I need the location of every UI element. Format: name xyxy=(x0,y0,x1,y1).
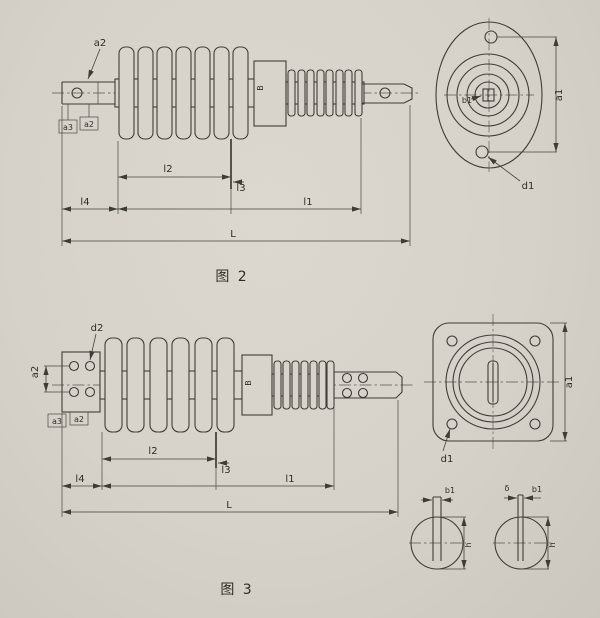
fig2-dim-a2-left: a2 xyxy=(84,120,94,129)
fig3-dimensions: d2 a2 a3 a2 l2 l3 l4 l1 L xyxy=(30,323,399,517)
fig2-right-terminal xyxy=(362,83,413,104)
fig2-right-mounting-hole xyxy=(379,87,391,99)
fig3-dim-a2-left: a2 xyxy=(74,415,84,424)
fig3-center-flange-block: B xyxy=(241,354,273,416)
fig3-dim-det-b1-right: b1 xyxy=(532,485,542,494)
fig2-dim-b1: b1 xyxy=(462,96,472,105)
fig2-dim-l3: l3 xyxy=(236,183,245,194)
fig2-flange-hole-top xyxy=(484,30,498,44)
fig3-dim-l2: l2 xyxy=(148,446,157,457)
figure2-side-view: B a2 a3 xyxy=(52,38,420,246)
fig2-left-mounting-hole xyxy=(71,87,83,99)
fig3-insulator-small-sheds xyxy=(271,360,335,410)
fig2-dim-B: B xyxy=(256,85,265,91)
fig3-detail-right: δ b1 h xyxy=(493,484,557,570)
figure3-caption: 图 3 xyxy=(220,582,253,598)
fig2-dim-l2: l2 xyxy=(163,164,172,175)
fig3-dim-det-delta: δ xyxy=(505,484,510,493)
fig3-dim-L: L xyxy=(226,500,232,511)
figure3-side-view: B d2 xyxy=(30,323,414,517)
fig3-right-terminal xyxy=(334,371,403,399)
fig2-dimensions: a2 a3 a2 l2 l3 l4 l1 L xyxy=(58,38,411,246)
fig3-flange-hole-bottom-left xyxy=(446,418,458,430)
fig2-dim-a1: a1 xyxy=(554,89,565,102)
fig3-dim-a2-vert: a2 xyxy=(30,366,41,379)
fig3-left-flange xyxy=(61,351,101,413)
fig3-dim-det-b1-left: b1 xyxy=(445,486,455,495)
figure3-end-view: a1 d1 xyxy=(424,314,575,465)
fig2-dim-a2-top: a2 xyxy=(94,38,107,49)
fig2-dim-l1: l1 xyxy=(303,197,312,208)
fig2-insulator-small-sheds xyxy=(285,69,365,117)
fig3-dim-d1: d1 xyxy=(441,454,454,465)
figure3-detail-views: b1 h δ b1 h xyxy=(409,484,557,570)
fig3-dim-l1: l1 xyxy=(285,474,294,485)
fig3-dim-d2: d2 xyxy=(91,323,104,334)
fig3-conductor-tab xyxy=(487,360,499,405)
fig2-insulator-large-sheds xyxy=(114,46,259,140)
fig3-dim-l3: l3 xyxy=(221,465,230,476)
figure2-end-view: b1 a1 d1 xyxy=(435,18,565,192)
fig3-dim-det-h-right: h xyxy=(548,542,557,547)
fig2-center-flange-block: B xyxy=(253,60,287,127)
fig2-dim-l4: l4 xyxy=(80,197,89,208)
fig3-dim-B: B xyxy=(244,380,253,386)
fig2-dim-d1: d1 xyxy=(522,181,535,192)
fig2-left-terminal xyxy=(61,81,118,105)
fig3-insulator-large-sheds xyxy=(99,337,243,433)
fig3-dim-det-h-left: h xyxy=(464,542,473,547)
fig3-square-flange xyxy=(432,322,554,442)
fig3-detail-left: b1 h xyxy=(409,486,473,570)
fig2-dim-L: L xyxy=(230,229,236,240)
fig3-dim-a3: a3 xyxy=(52,417,62,426)
fig2-oval-flange xyxy=(435,21,543,169)
fig3-dim-l4: l4 xyxy=(75,474,84,485)
fig2-dim-a3: a3 xyxy=(63,123,73,132)
figure2-caption: 图 2 xyxy=(215,269,248,285)
fig2-flange-hole-bottom xyxy=(475,145,489,159)
fig3-dim-a1: a1 xyxy=(564,376,575,389)
